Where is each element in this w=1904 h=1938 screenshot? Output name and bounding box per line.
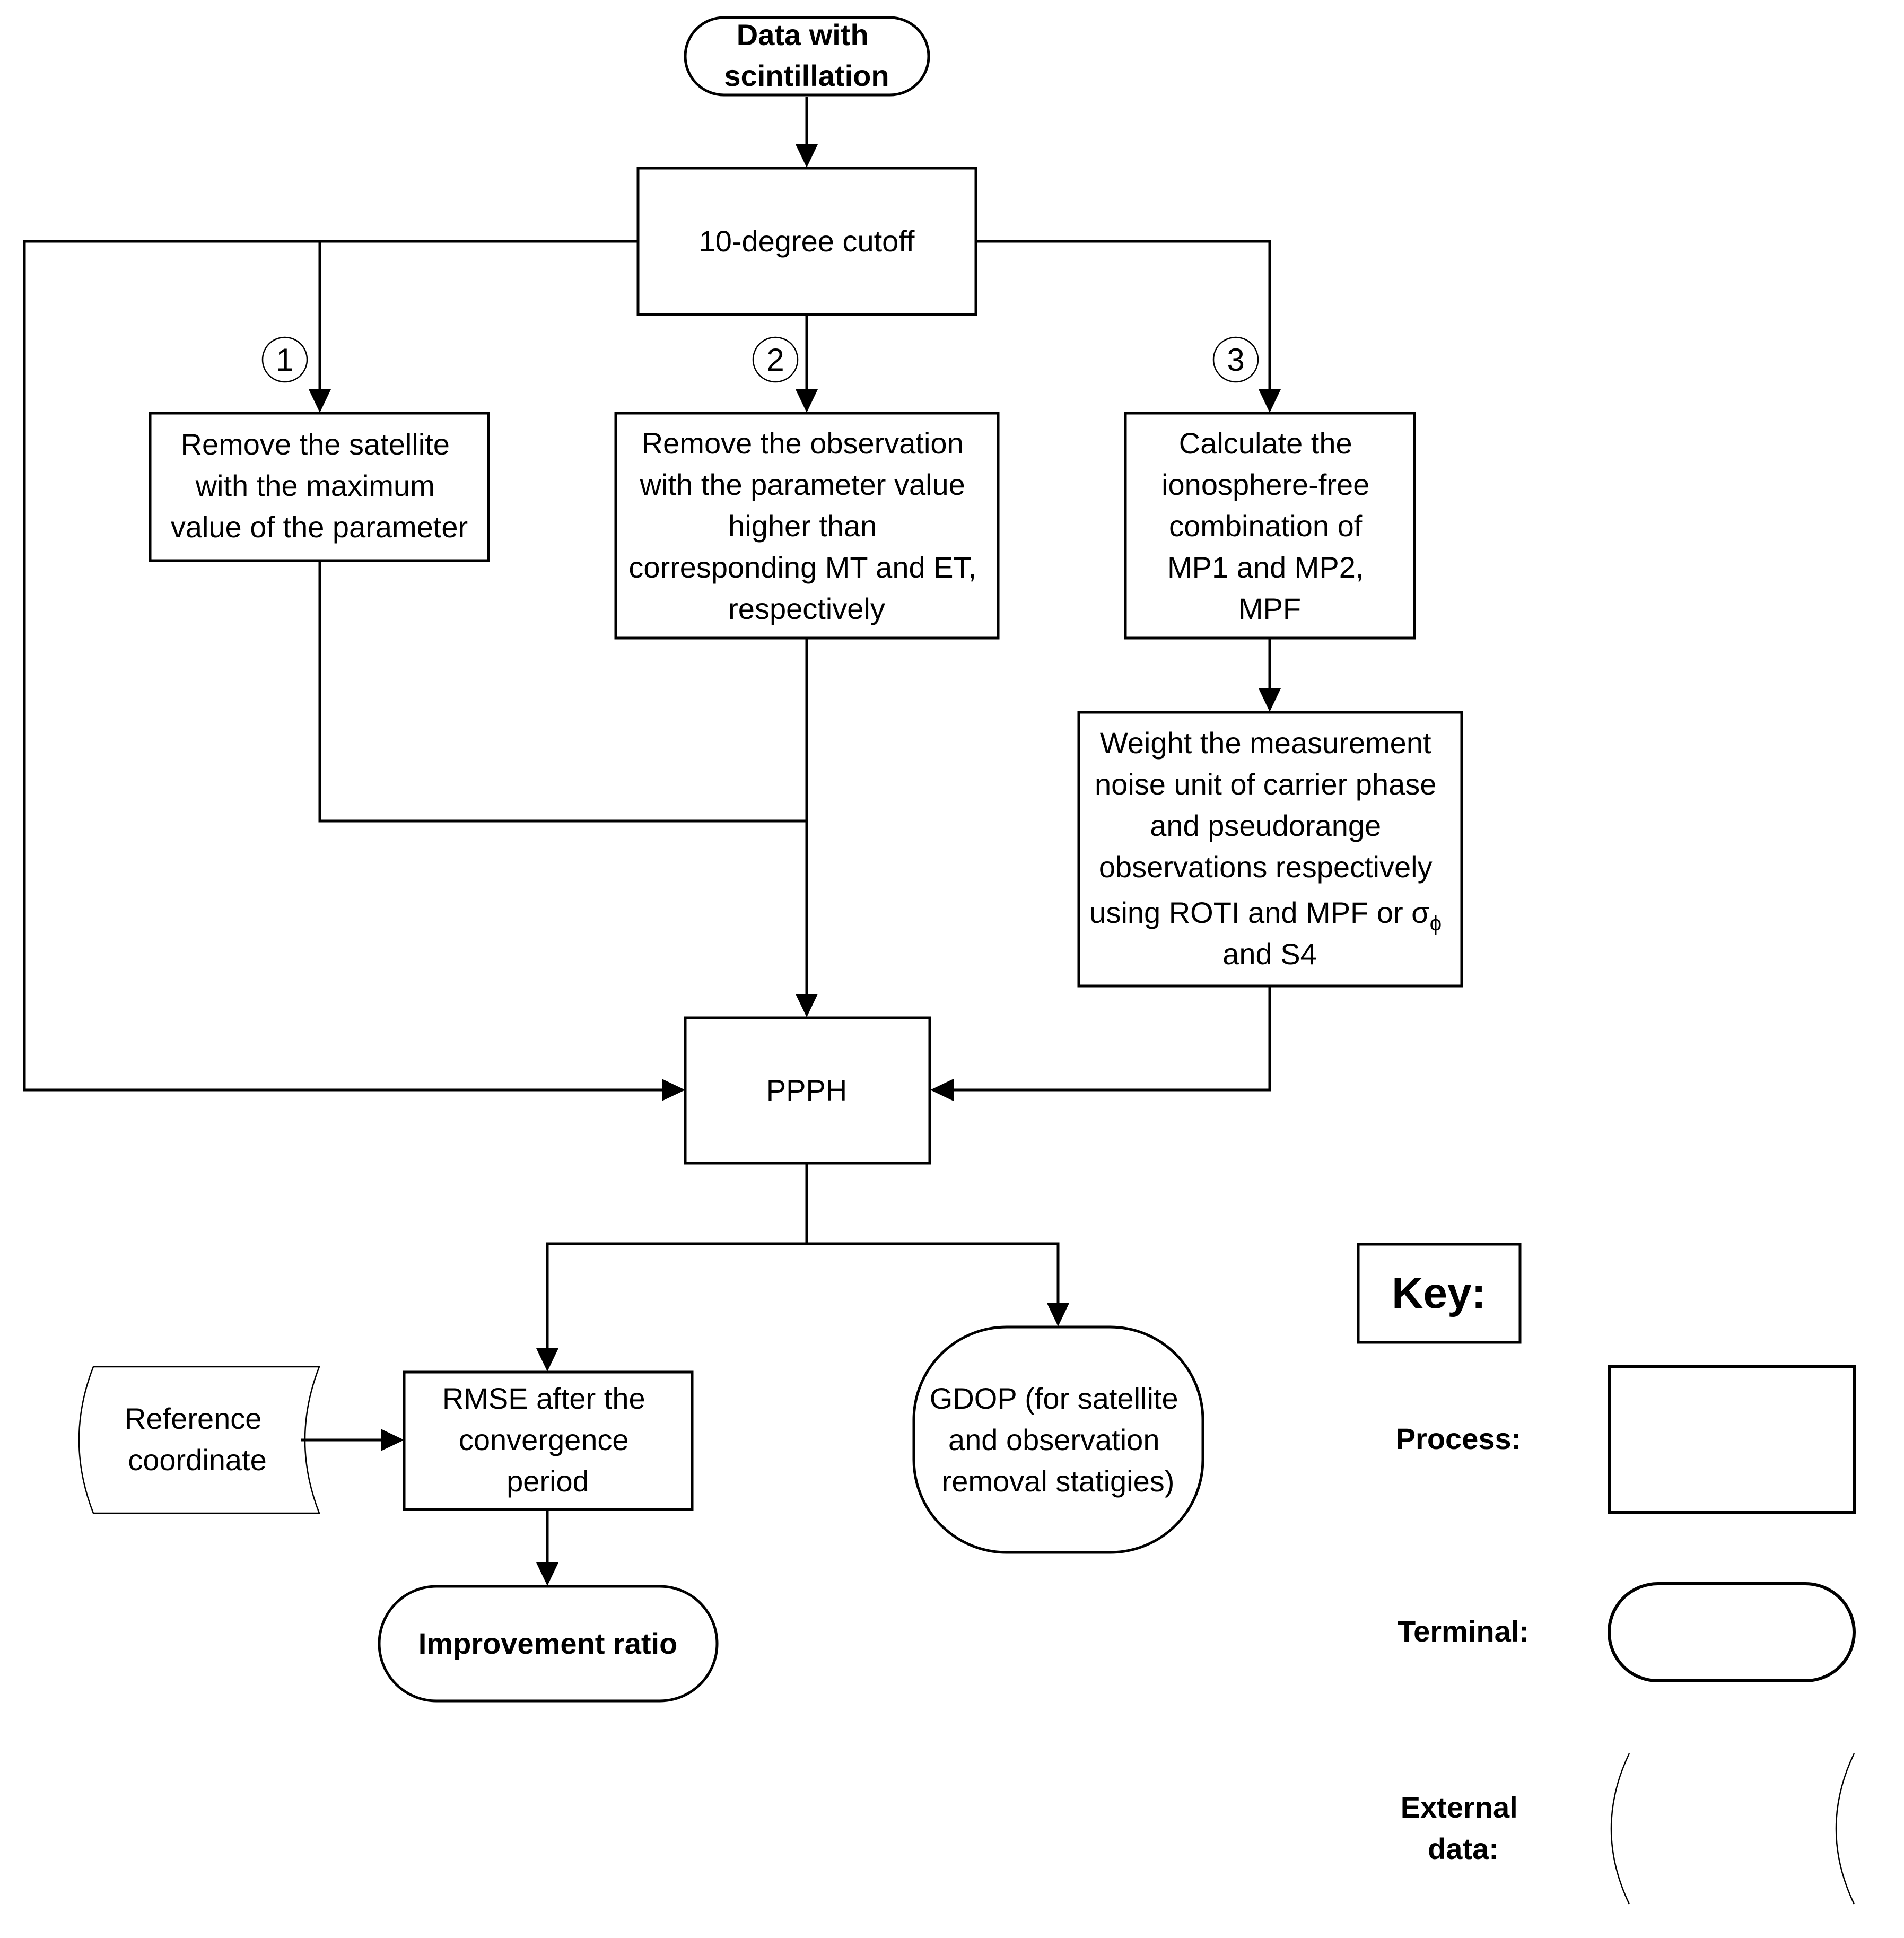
step1-process: Remove the satellite with the maximum va… bbox=[149, 412, 490, 562]
connector-ppph-split bbox=[546, 1242, 1060, 1316]
legend-external-label: External data: bbox=[1401, 1791, 1526, 1865]
ppph-process: PPPH bbox=[684, 1016, 931, 1165]
arrow-weight-to-ppph bbox=[930, 1079, 954, 1101]
connector-cutoff-bypass-to-ppph bbox=[23, 240, 664, 1092]
legend-external-symbol bbox=[1610, 1753, 1855, 1905]
arrow-ppph-to-rmse bbox=[536, 1348, 558, 1372]
cutoff-text: 10-degree cutoff bbox=[699, 224, 915, 258]
arrow-cutoff-bypass-to-ppph bbox=[662, 1079, 685, 1101]
connector-step1-to-merge bbox=[318, 561, 807, 823]
step1-number: 1 bbox=[276, 342, 293, 378]
improvement-text: Improvement ratio bbox=[418, 1627, 678, 1660]
legend-terminal-symbol bbox=[1608, 1582, 1856, 1682]
weight-text: Weight the measurement noise unit of car… bbox=[1089, 726, 1449, 971]
improvement-terminal: Improvement ratio bbox=[378, 1585, 719, 1703]
arrow-cutoff-to-step2 bbox=[796, 389, 818, 413]
arrow-reference-to-rmse bbox=[381, 1429, 404, 1451]
step2-text: Remove the observation with the paramete… bbox=[628, 426, 984, 625]
step1-text: Remove the satellite with the maximum va… bbox=[171, 427, 468, 544]
connector-cutoff-to-step1 bbox=[318, 240, 638, 391]
legend: Key: Process: Terminal: External data: bbox=[1357, 1243, 1856, 1905]
ppph-text: PPPH bbox=[766, 1073, 848, 1107]
step3-process: Calculate the ionosphere-free combinatio… bbox=[1124, 412, 1416, 640]
legend-process-symbol bbox=[1608, 1365, 1856, 1514]
cutoff-process: 10-degree cutoff bbox=[636, 167, 977, 316]
start-terminal-text: Data with scintillation bbox=[724, 18, 889, 92]
weight-process: Weight the measurement noise unit of car… bbox=[1077, 711, 1463, 988]
connectors bbox=[23, 97, 1281, 1586]
arrow-cutoff-to-step1 bbox=[309, 389, 331, 413]
rmse-text: RMSE after the convergence period bbox=[442, 1382, 653, 1498]
start-terminal: Data with scintillation bbox=[684, 16, 930, 97]
reference-text: Reference coordinate bbox=[125, 1402, 270, 1477]
step2-number: 2 bbox=[766, 342, 784, 378]
arrow-step3-to-weight bbox=[1259, 688, 1281, 712]
gdop-text: GDOP (for satellite and observation remo… bbox=[930, 1382, 1186, 1498]
step3-text: Calculate the ionosphere-free combinatio… bbox=[1161, 426, 1378, 625]
gdop-terminal: GDOP (for satellite and observation remo… bbox=[912, 1325, 1204, 1554]
connector-cutoff-to-step3 bbox=[976, 240, 1271, 391]
arrow-rmse-to-improvement bbox=[536, 1562, 558, 1586]
arrow-start-to-cutoff bbox=[796, 144, 818, 168]
legend-terminal-label: Terminal: bbox=[1398, 1614, 1529, 1648]
arrow-ppph-to-gdop bbox=[1047, 1303, 1069, 1326]
connector-weight-to-ppph bbox=[951, 987, 1271, 1092]
arrow-cutoff-to-step3 bbox=[1259, 389, 1281, 413]
step1-number-badge: 1 bbox=[261, 336, 308, 383]
legend-title: Key: bbox=[1392, 1269, 1486, 1317]
legend-process-label: Process: bbox=[1396, 1422, 1522, 1455]
rmse-process: RMSE after the convergence period bbox=[403, 1370, 694, 1511]
step2-number-badge: 2 bbox=[752, 336, 799, 383]
step3-number-badge: 3 bbox=[1212, 336, 1259, 383]
arrow-step2-to-ppph bbox=[796, 994, 818, 1017]
step2-process: Remove the observation with the paramete… bbox=[614, 412, 1000, 640]
step3-number: 3 bbox=[1227, 342, 1244, 378]
reference-external-data: Reference coordinate bbox=[78, 1366, 320, 1514]
